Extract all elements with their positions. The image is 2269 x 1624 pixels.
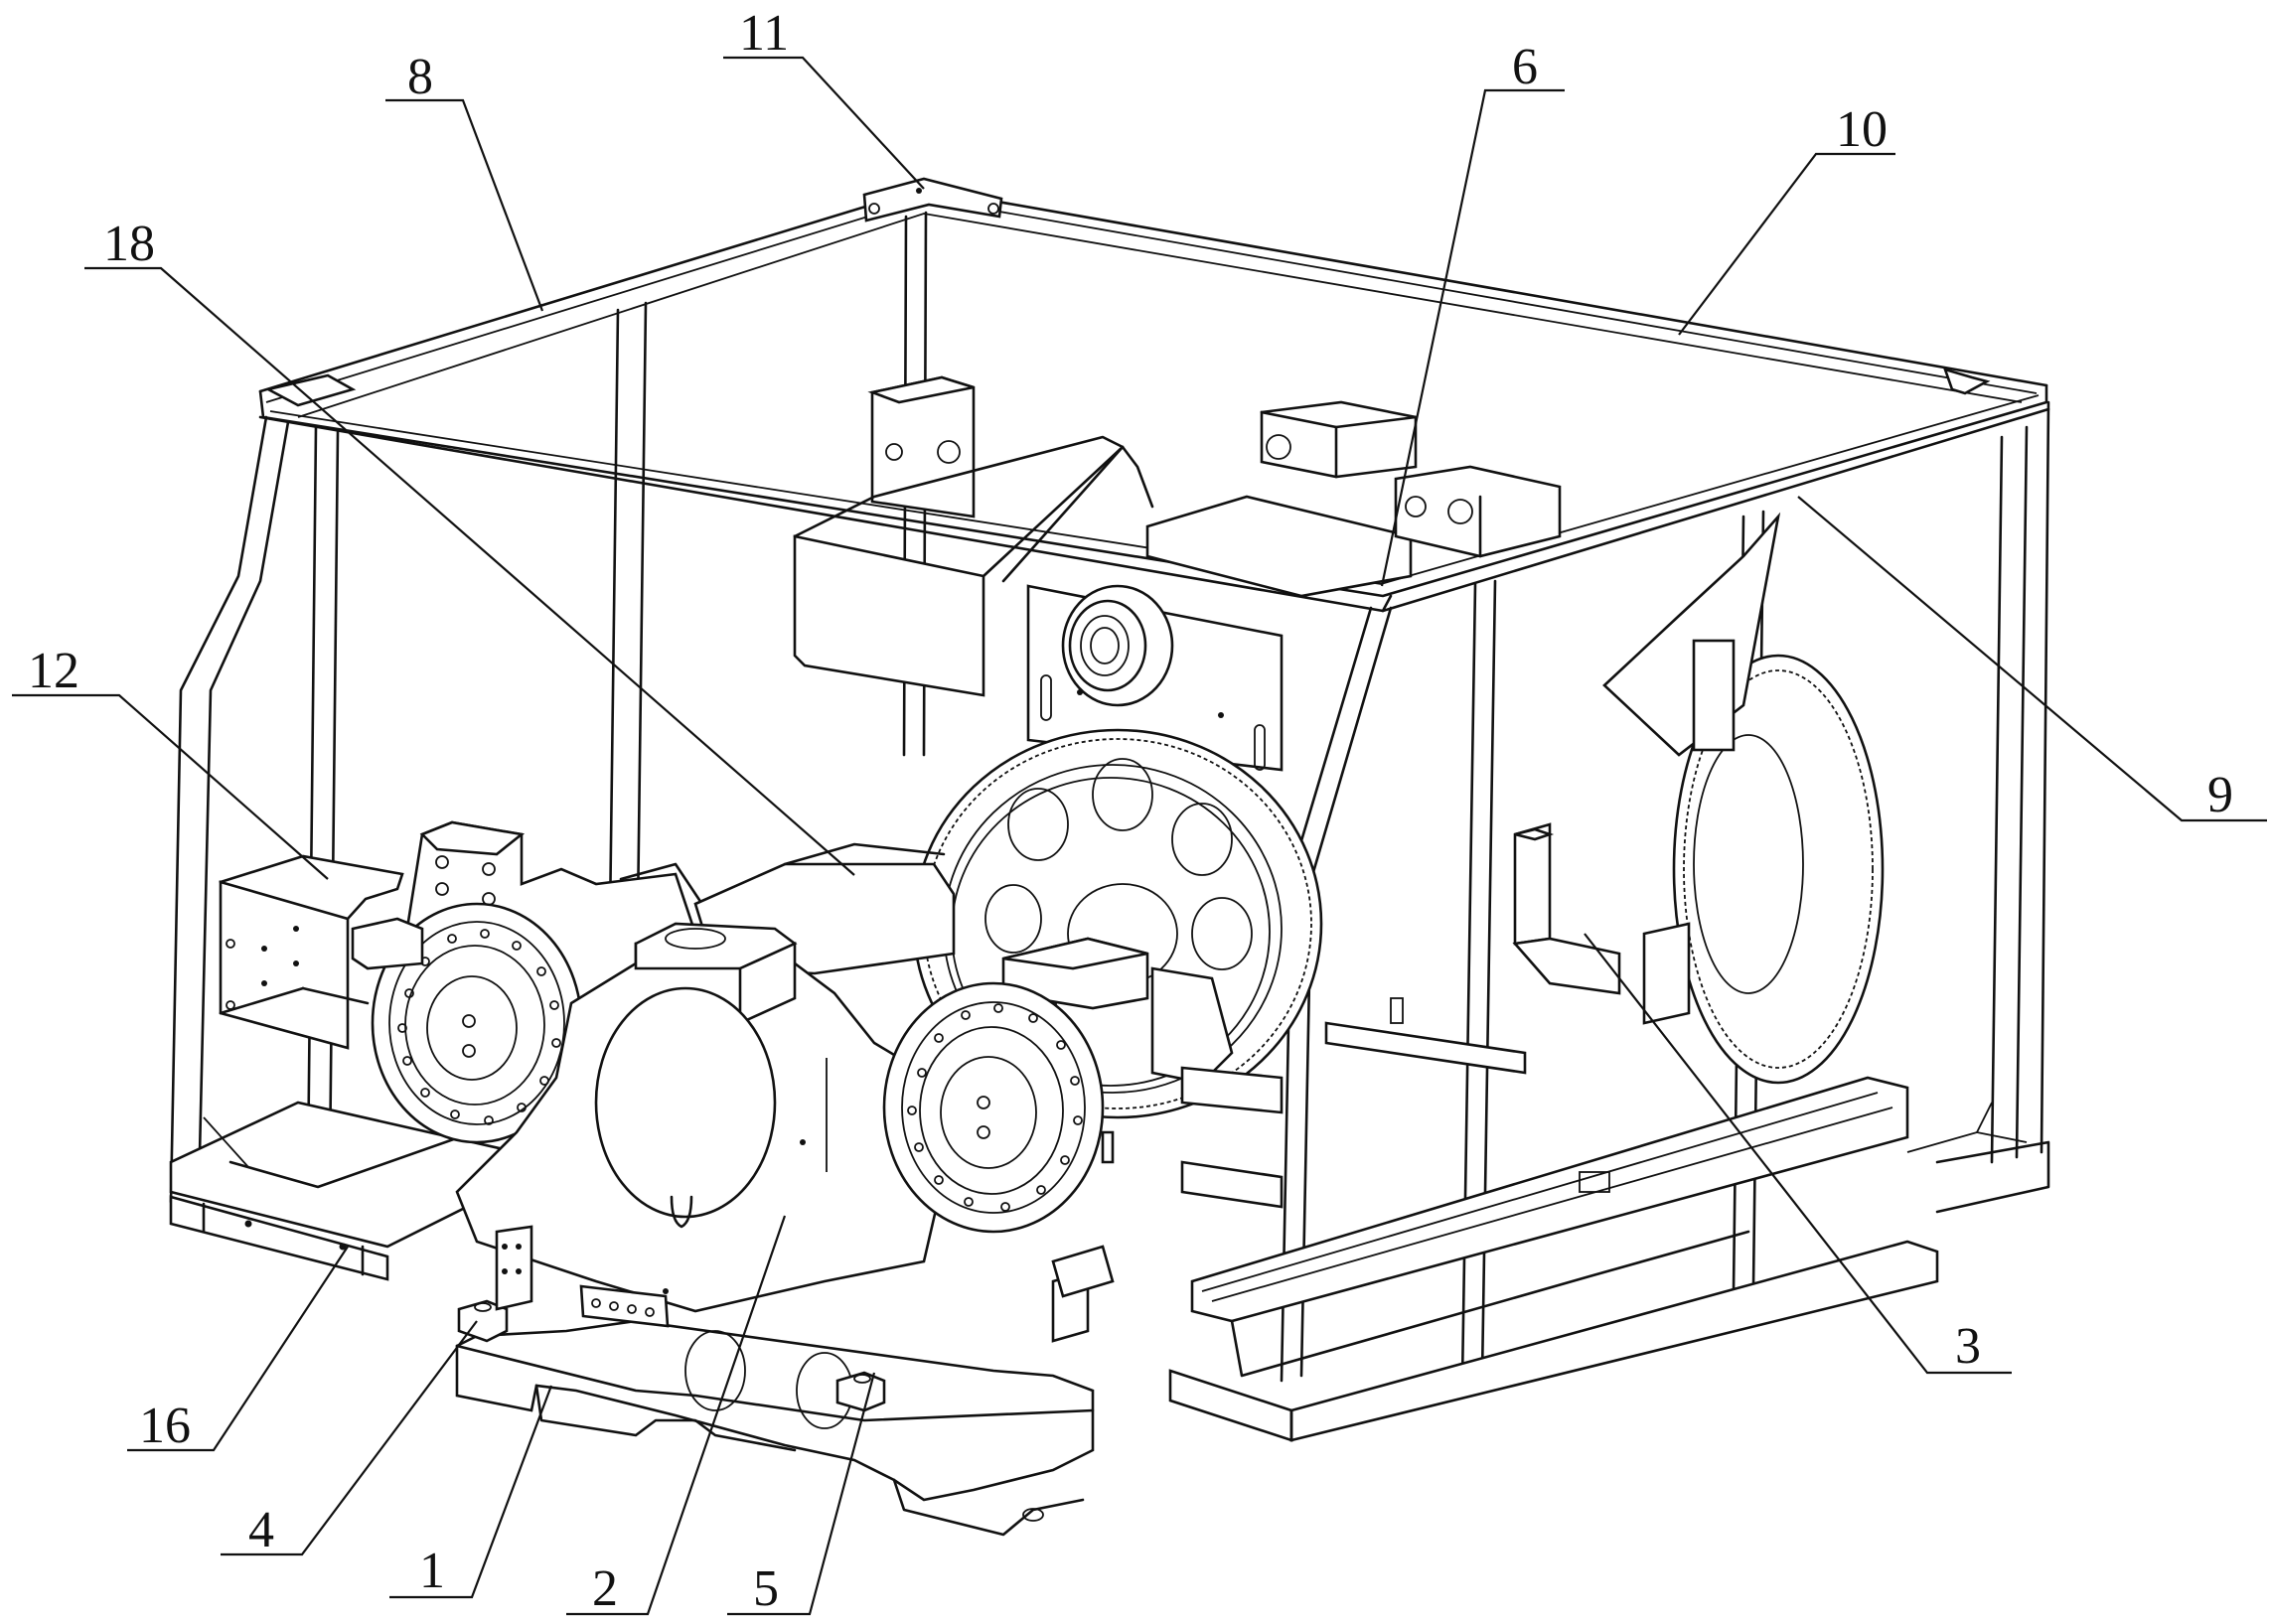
callout-label-4: 4	[248, 1502, 274, 1558]
callout-2: 2	[566, 1215, 787, 1617]
left-bolt-ring	[397, 929, 561, 1125]
right-bolt-ring	[907, 1003, 1083, 1212]
callout-label-1: 1	[419, 1543, 445, 1599]
pulley-plate	[1026, 584, 1284, 772]
callout-3: 3	[1584, 933, 2012, 1375]
slider-right	[835, 1371, 886, 1412]
callout-4: 4	[221, 1320, 478, 1558]
frame-bottom	[169, 1101, 2050, 1442]
right-gear	[1602, 512, 1885, 1085]
motor-left	[793, 375, 1154, 697]
callout-label-16: 16	[139, 1398, 191, 1454]
callout-12: 12	[12, 643, 329, 880]
callout-6: 6	[1380, 39, 1565, 587]
callout-label-5: 5	[753, 1560, 779, 1617]
callout-10: 10	[1678, 101, 1895, 336]
callout-9: 9	[1797, 496, 2267, 823]
protective-frame	[169, 177, 2050, 1442]
left-flange-housing	[219, 820, 717, 1144]
callout-label-18: 18	[103, 216, 155, 272]
callout-11: 11	[723, 5, 925, 190]
callout-label-8: 8	[407, 49, 433, 105]
callout-label-2: 2	[592, 1560, 618, 1617]
tailstock-carriage	[1324, 822, 1691, 1075]
callout-16: 16	[127, 1246, 349, 1454]
callout-label-3: 3	[1955, 1318, 1981, 1375]
callout-8: 8	[385, 49, 544, 312]
callout-label-9: 9	[2207, 767, 2233, 823]
corner-bracket	[862, 177, 1003, 222]
motor-right	[1145, 400, 1562, 598]
base-bed	[455, 1225, 1095, 1537]
callout-label-10: 10	[1836, 101, 1888, 158]
side-bracket-box	[219, 854, 424, 1050]
callout-18: 18	[84, 216, 855, 876]
frame-top-beam-right	[1381, 407, 2050, 613]
callout-label-12: 12	[28, 643, 79, 699]
slider-left	[457, 1299, 509, 1343]
main-housing	[455, 922, 956, 1313]
linear-guide-rail	[1051, 1076, 1909, 1378]
callout-label-6: 6	[1512, 39, 1538, 95]
callouts: 8 11 6 10 18 12 9	[12, 5, 2267, 1617]
callout-1: 1	[389, 1385, 553, 1599]
callout-5: 5	[727, 1372, 876, 1617]
callout-label-11: 11	[739, 5, 789, 62]
